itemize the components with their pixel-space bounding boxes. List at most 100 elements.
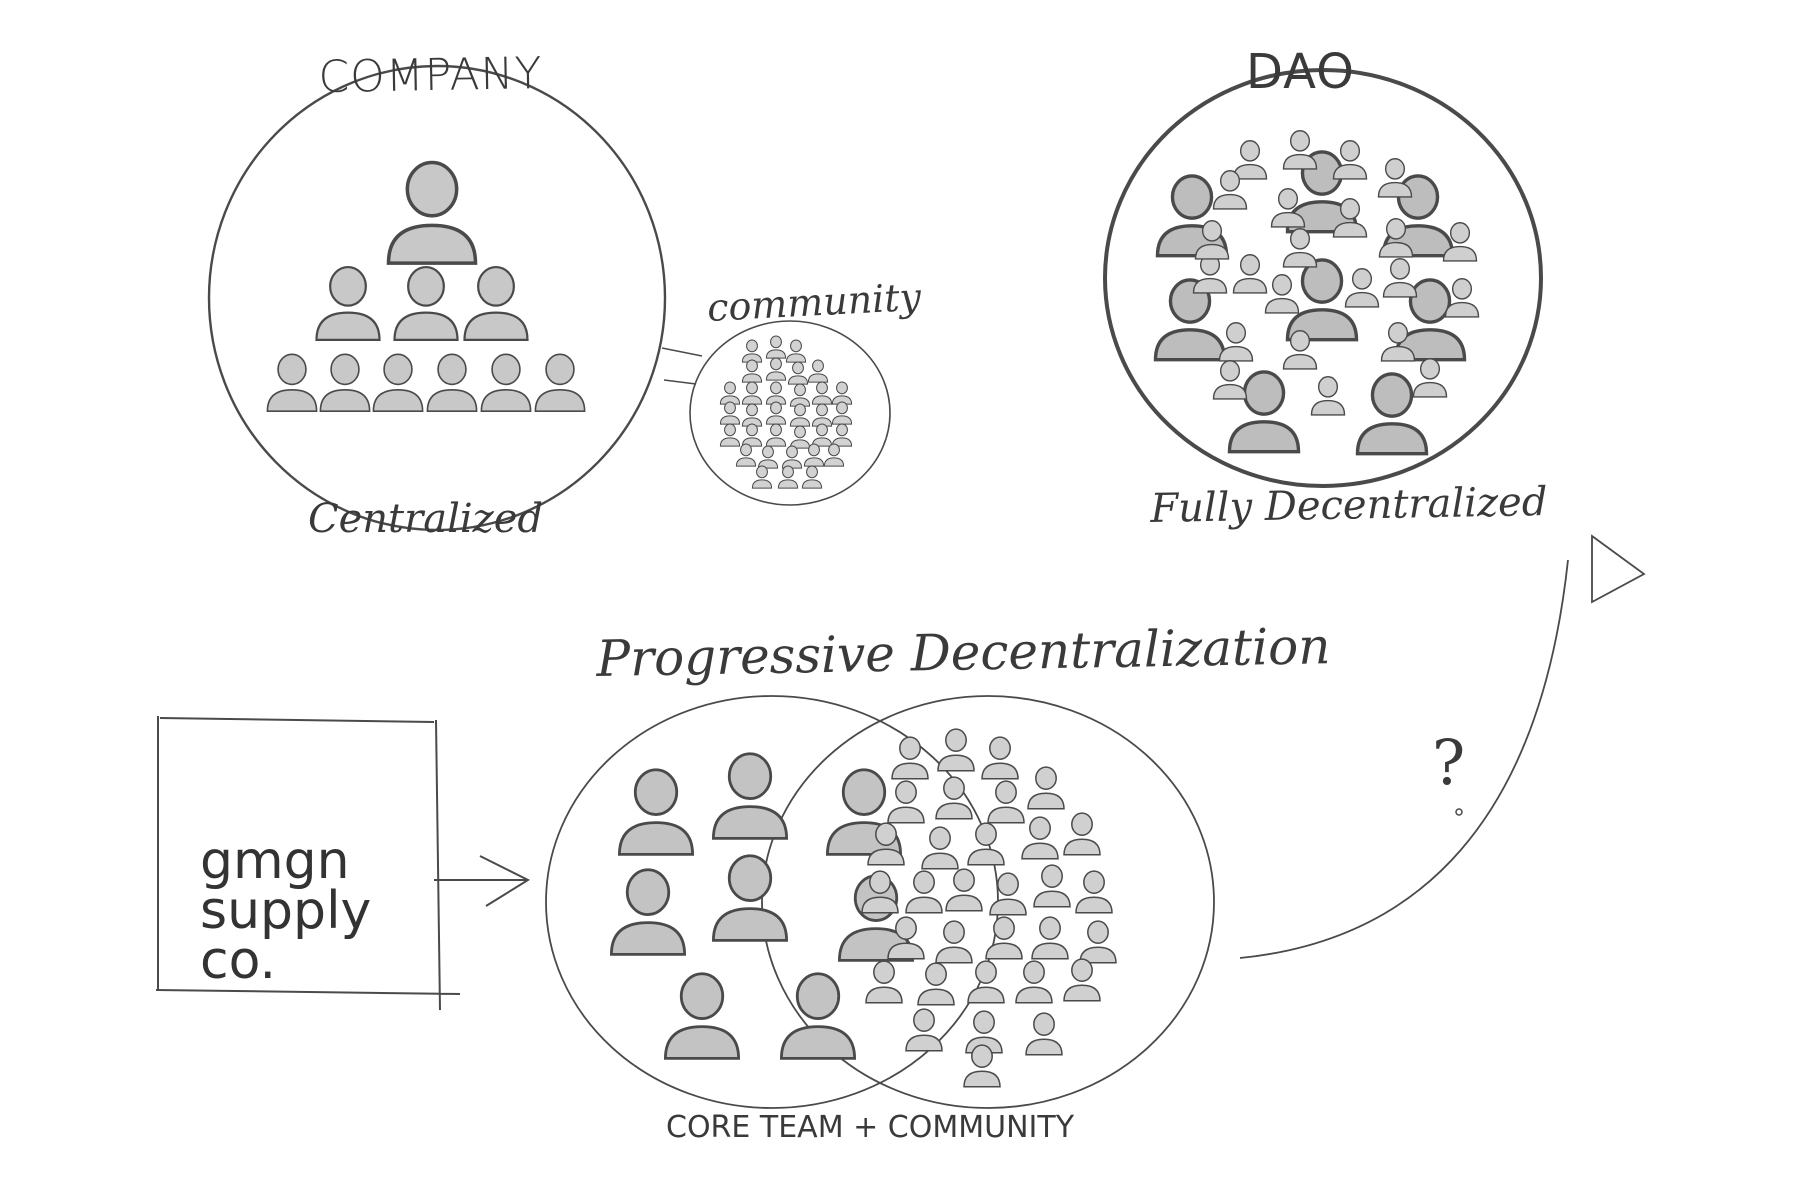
- person-body: [1079, 946, 1117, 964]
- person-body: [480, 389, 532, 412]
- core-team-community-caption: CORE TEAM + COMMUNITY: [666, 1110, 1075, 1145]
- person-head: [989, 736, 1011, 760]
- person-icon: [393, 265, 459, 341]
- question-dot: [1455, 808, 1463, 816]
- person-body: [1227, 420, 1301, 454]
- person-icon: [765, 357, 787, 381]
- person-body: [1212, 193, 1248, 210]
- person-icon: [319, 353, 371, 412]
- person-head: [746, 359, 758, 373]
- person-head: [1271, 274, 1293, 296]
- person-icon: [831, 423, 853, 447]
- person-icon: [803, 443, 825, 467]
- person-icon: [891, 736, 929, 780]
- person-head: [945, 728, 967, 752]
- person-body: [719, 395, 741, 405]
- person-head: [1384, 158, 1406, 180]
- brand-box-outline: [155, 716, 461, 1011]
- person-head: [816, 423, 828, 437]
- person-icon: [1033, 864, 1071, 908]
- person-body: [789, 417, 811, 427]
- person-head: [724, 401, 736, 415]
- person-body: [1033, 890, 1071, 908]
- person-icon: [987, 780, 1025, 824]
- person-body: [989, 898, 1027, 916]
- person-body: [765, 371, 787, 381]
- person-body: [867, 848, 905, 866]
- person-body: [967, 986, 1005, 1004]
- person-body: [865, 986, 903, 1004]
- brand-line-1: gmgn: [200, 831, 350, 891]
- person-icon: [711, 752, 789, 840]
- person-body: [1355, 422, 1429, 456]
- person-head: [437, 353, 467, 386]
- person-body: [1378, 241, 1414, 258]
- person-icon: [617, 768, 695, 856]
- person-icon: [887, 780, 925, 824]
- person-icon: [1192, 254, 1228, 294]
- person-head: [1419, 358, 1441, 380]
- person-icon: [1282, 330, 1318, 370]
- person-icon: [967, 960, 1005, 1004]
- person-icon: [1075, 870, 1113, 914]
- person-body: [937, 754, 975, 772]
- person-icon: [917, 962, 955, 1006]
- person-icon: [811, 403, 833, 427]
- person-icon: [741, 339, 763, 363]
- person-icon: [781, 445, 803, 469]
- person-head: [973, 1010, 995, 1034]
- person-body: [1344, 291, 1380, 308]
- person-head: [727, 854, 773, 902]
- person-icon: [266, 353, 318, 412]
- person-body: [777, 479, 799, 489]
- person-body: [967, 848, 1005, 866]
- person-icon: [1282, 228, 1318, 268]
- person-body: [1377, 181, 1413, 198]
- person-body: [887, 942, 925, 960]
- community-overlap-circle: [761, 695, 1215, 1109]
- person-head: [724, 381, 736, 395]
- person-body: [945, 894, 983, 912]
- person-icon: [801, 465, 823, 489]
- person-icon: [823, 443, 845, 467]
- person-body: [1270, 211, 1306, 228]
- person-head: [1087, 920, 1109, 944]
- person-icon: [989, 872, 1027, 916]
- dao-curve-arrow: [1239, 559, 1569, 959]
- person-head: [993, 916, 1015, 940]
- person-head: [943, 776, 965, 800]
- person-icon: [534, 353, 586, 412]
- person-icon: [1031, 916, 1069, 960]
- person-body: [266, 389, 318, 412]
- person-body: [1063, 838, 1101, 856]
- person-head: [770, 357, 782, 371]
- person-body: [905, 896, 943, 914]
- person-icon: [967, 822, 1005, 866]
- person-head: [794, 425, 806, 439]
- person-icon: [1212, 360, 1248, 400]
- person-body: [807, 373, 829, 383]
- person-icon: [865, 960, 903, 1004]
- brand-name: gmgn supply co.: [200, 831, 430, 987]
- person-body: [711, 805, 789, 840]
- person-icon: [719, 423, 741, 447]
- person-body: [1075, 896, 1113, 914]
- person-head: [770, 423, 782, 437]
- person-icon: [751, 465, 773, 489]
- person-body: [1442, 245, 1478, 262]
- person-head: [740, 443, 752, 457]
- person-body: [779, 1025, 857, 1060]
- person-body: [1282, 153, 1318, 170]
- person-body: [905, 1034, 943, 1052]
- person-head: [895, 780, 917, 804]
- person-head: [1239, 140, 1261, 162]
- person-body: [617, 821, 695, 856]
- person-head: [895, 916, 917, 940]
- person-head: [873, 960, 895, 984]
- person-head: [816, 381, 828, 395]
- person-head: [1219, 360, 1241, 382]
- person-icon: [711, 854, 789, 942]
- person-body: [1063, 984, 1101, 1002]
- person-head: [746, 339, 758, 353]
- person-body: [823, 457, 845, 467]
